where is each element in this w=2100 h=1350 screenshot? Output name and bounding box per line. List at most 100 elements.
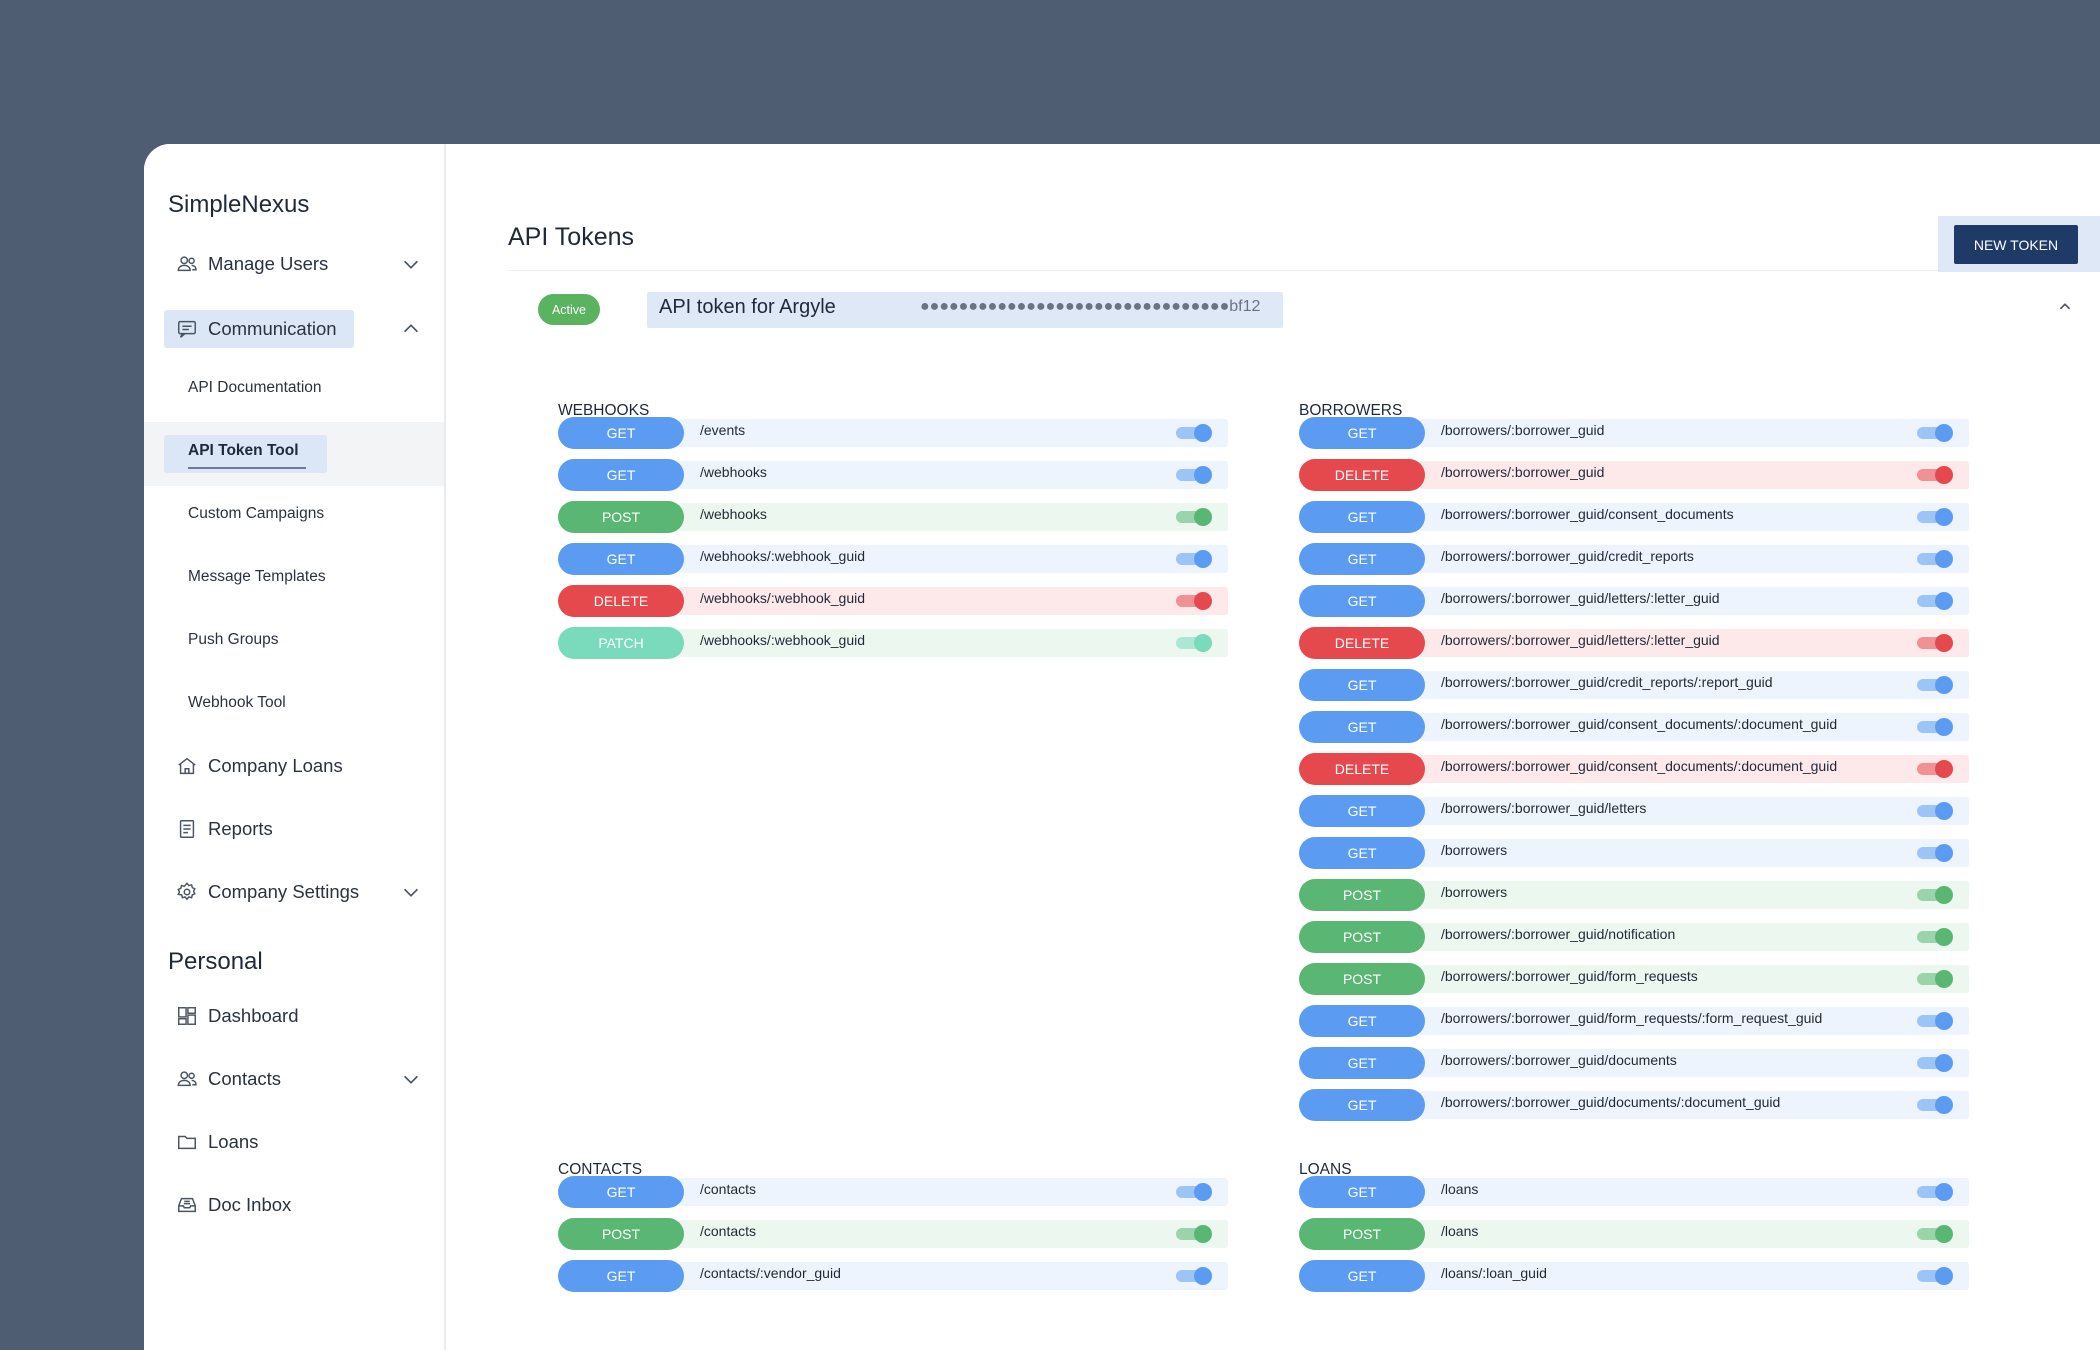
- method-badge-delete[interactable]: DELETE: [1299, 753, 1425, 785]
- chevron-down-icon[interactable]: [400, 253, 422, 275]
- endpoint-toggle[interactable]: [1176, 424, 1214, 442]
- method-badge-get[interactable]: GET: [558, 1176, 684, 1208]
- endpoint-row: GET/contacts: [558, 1176, 1228, 1208]
- method-badge-get[interactable]: GET: [1299, 669, 1425, 701]
- toggle-knob: [1935, 634, 1953, 652]
- endpoint-toggle[interactable]: [1917, 550, 1955, 568]
- endpoint-row-background: [1419, 1262, 1969, 1290]
- method-badge-get[interactable]: GET: [1299, 417, 1425, 449]
- method-badge-post[interactable]: POST: [558, 501, 684, 533]
- endpoint-toggle[interactable]: [1917, 466, 1955, 484]
- endpoint-path: /contacts: [700, 1223, 757, 1239]
- chevron-down-icon[interactable]: [400, 881, 422, 903]
- endpoint-path: /borrowers/:borrower_guid/form_requests: [1441, 968, 1698, 984]
- subnav-webhook-tool[interactable]: Webhook Tool: [188, 694, 286, 711]
- nav-manage-users[interactable]: Manage Users: [176, 246, 328, 282]
- method-badge-get[interactable]: GET: [1299, 711, 1425, 743]
- chevron-up-icon[interactable]: [2054, 296, 2076, 318]
- endpoint-toggle[interactable]: [1917, 718, 1955, 736]
- endpoint-toggle[interactable]: [1917, 1225, 1955, 1243]
- endpoint-toggle[interactable]: [1176, 466, 1214, 484]
- token-header[interactable]: [647, 292, 1283, 328]
- endpoint-toggle[interactable]: [1917, 634, 1955, 652]
- endpoint-toggle[interactable]: [1176, 1225, 1214, 1243]
- method-badge-get[interactable]: GET: [1299, 1176, 1425, 1208]
- endpoint-toggle[interactable]: [1917, 886, 1955, 904]
- endpoint-path: /webhooks: [700, 464, 767, 480]
- endpoint-toggle[interactable]: [1176, 634, 1214, 652]
- endpoint-toggle[interactable]: [1917, 970, 1955, 988]
- method-badge-post[interactable]: POST: [558, 1218, 684, 1250]
- endpoint-toggle[interactable]: [1917, 1267, 1955, 1285]
- endpoint-path: /contacts/:vendor_guid: [700, 1265, 841, 1281]
- method-badge-post[interactable]: POST: [1299, 1218, 1425, 1250]
- endpoint-toggle[interactable]: [1917, 1183, 1955, 1201]
- subnav-api-token-tool[interactable]: API Token Tool: [188, 442, 299, 459]
- nav-loans[interactable]: Loans: [176, 1124, 258, 1160]
- subnav-message-templates[interactable]: Message Templates: [188, 568, 326, 585]
- chevron-down-icon[interactable]: [400, 1068, 422, 1090]
- nav-company-loans[interactable]: Company Loans: [176, 748, 343, 784]
- endpoint-toggle[interactable]: [1917, 1054, 1955, 1072]
- endpoint-toggle[interactable]: [1917, 802, 1955, 820]
- method-badge-get[interactable]: GET: [1299, 795, 1425, 827]
- method-badge-get[interactable]: GET: [1299, 543, 1425, 575]
- endpoint-toggle[interactable]: [1917, 1096, 1955, 1114]
- nav-contacts[interactable]: Contacts: [176, 1061, 281, 1097]
- method-badge-get[interactable]: GET: [1299, 1047, 1425, 1079]
- subnav-api-documentation[interactable]: API Documentation: [188, 379, 322, 396]
- nav-reports[interactable]: Reports: [176, 811, 273, 847]
- method-badge-delete[interactable]: DELETE: [1299, 627, 1425, 659]
- endpoint-toggle[interactable]: [1176, 550, 1214, 568]
- endpoint-row: GET/loans: [1299, 1176, 1969, 1208]
- endpoint-path: /events: [700, 422, 746, 438]
- method-badge-get[interactable]: GET: [1299, 1005, 1425, 1037]
- endpoint-row-background: [1419, 881, 1969, 909]
- endpoint-toggle[interactable]: [1176, 592, 1214, 610]
- method-badge-get[interactable]: GET: [558, 459, 684, 491]
- endpoint-toggle[interactable]: [1917, 424, 1955, 442]
- method-badge-delete[interactable]: DELETE: [558, 585, 684, 617]
- nav-doc-inbox[interactable]: Doc Inbox: [176, 1187, 291, 1223]
- endpoint-row: GET/borrowers/:borrower_guid/consent_doc…: [1299, 711, 1969, 743]
- method-badge-patch[interactable]: PATCH: [558, 627, 684, 659]
- method-badge-post[interactable]: POST: [1299, 963, 1425, 995]
- endpoint-toggle[interactable]: [1917, 844, 1955, 862]
- subnav-custom-campaigns[interactable]: Custom Campaigns: [188, 505, 325, 522]
- endpoint-toggle[interactable]: [1176, 508, 1214, 526]
- nav-dashboard[interactable]: Dashboard: [176, 998, 299, 1034]
- personal-section-title: Personal: [168, 948, 263, 975]
- subnav-push-groups[interactable]: Push Groups: [188, 631, 279, 648]
- method-badge-get[interactable]: GET: [558, 543, 684, 575]
- endpoint-toggle[interactable]: [1917, 592, 1955, 610]
- new-token-button[interactable]: NEW TOKEN: [1954, 225, 2078, 264]
- house-icon: [176, 755, 198, 777]
- endpoint-toggle[interactable]: [1917, 928, 1955, 946]
- endpoint-toggle[interactable]: [1917, 676, 1955, 694]
- method-badge-get[interactable]: GET: [558, 1260, 684, 1292]
- endpoint-row: DELETE/borrowers/:borrower_guid/consent_…: [1299, 753, 1969, 785]
- endpoint-toggle[interactable]: [1176, 1267, 1214, 1285]
- nav-communication[interactable]: Communication: [176, 311, 337, 347]
- endpoint-toggle[interactable]: [1917, 1012, 1955, 1030]
- endpoint-row-background: [1419, 839, 1969, 867]
- endpoint-row-background: [1419, 461, 1969, 489]
- method-badge-delete[interactable]: DELETE: [1299, 459, 1425, 491]
- method-badge-post[interactable]: POST: [1299, 921, 1425, 953]
- method-badge-get[interactable]: GET: [558, 417, 684, 449]
- method-badge-post[interactable]: POST: [1299, 879, 1425, 911]
- method-badge-get[interactable]: GET: [1299, 837, 1425, 869]
- method-badge-get[interactable]: GET: [1299, 1089, 1425, 1121]
- method-badge-get[interactable]: GET: [1299, 1260, 1425, 1292]
- endpoint-row-background: [1419, 797, 1969, 825]
- nav-company-settings[interactable]: Company Settings: [176, 874, 359, 910]
- nav-label: Company Settings: [208, 881, 360, 902]
- chevron-up-icon[interactable]: [400, 318, 422, 340]
- endpoint-row: GET/borrowers/:borrower_guid/documents/:…: [1299, 1089, 1969, 1121]
- endpoint-toggle[interactable]: [1917, 508, 1955, 526]
- group-title-borrowers: BORROWERS: [1299, 402, 1403, 419]
- endpoint-toggle[interactable]: [1917, 760, 1955, 778]
- method-badge-get[interactable]: GET: [1299, 501, 1425, 533]
- endpoint-toggle[interactable]: [1176, 1183, 1214, 1201]
- method-badge-get[interactable]: GET: [1299, 585, 1425, 617]
